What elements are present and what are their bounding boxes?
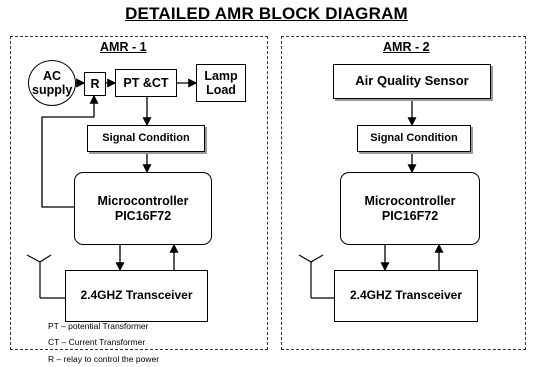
amr2-title: AMR - 2 (383, 40, 430, 54)
transceiver-label-2: 2.4GHZ Transceiver (349, 288, 463, 303)
air-quality-sensor-label: Air Quality Sensor (355, 73, 469, 89)
micro-to-relay-feedback (41, 94, 99, 208)
antenna-icon-amr1 (26, 254, 65, 299)
ac-supply-block: AC supply (28, 60, 76, 106)
transceiver-block-2: 2.4GHZ Transceiver (334, 270, 478, 322)
lamp-load-block: Lamp Load (196, 64, 246, 102)
relay-block: R (84, 72, 106, 96)
ac-supply-label: AC supply (32, 68, 73, 97)
pt-ct-label: PT &CT (123, 75, 169, 90)
pt-ct-block: PT &CT (115, 69, 177, 97)
diagram-title: DETAILED AMR BLOCK DIAGRAM (125, 4, 408, 23)
signal-condition-label-1: Signal Condition (102, 132, 190, 145)
signal-condition-block-2: Signal Condition (357, 125, 471, 152)
microcontroller-block-1: Microcontroller PIC16F72 (74, 172, 212, 245)
signal-condition-label-2: Signal Condition (370, 132, 458, 145)
antenna-icon-amr2 (298, 254, 334, 299)
legend-relay: R – relay to control the power (48, 354, 160, 364)
microcontroller-label-2: Microcontroller (364, 194, 456, 209)
transceiver-label-1: 2.4GHZ Transceiver (80, 288, 193, 303)
signal-condition-block-1: Signal Condition (87, 125, 205, 152)
microcontroller-label-1: Microcontroller (97, 194, 189, 209)
relay-label: R (90, 76, 100, 91)
microcontroller-block-2: Microcontroller PIC16F72 (340, 172, 480, 245)
amr2-panel (281, 36, 526, 350)
legend-ct: CT – Current Transformer (48, 337, 146, 347)
transceiver-block-1: 2.4GHZ Transceiver (65, 270, 208, 322)
legend-pt: PT – potential Transformer (48, 321, 149, 331)
air-quality-sensor-block: Air Quality Sensor (333, 64, 491, 99)
microcontroller-model-2: PIC16F72 (381, 208, 439, 223)
amr1-panel (10, 36, 268, 350)
lamp-load-label: Lamp Load (204, 68, 238, 97)
amr1-title: AMR - 1 (100, 40, 147, 54)
microcontroller-model-1: PIC16F72 (114, 208, 172, 223)
